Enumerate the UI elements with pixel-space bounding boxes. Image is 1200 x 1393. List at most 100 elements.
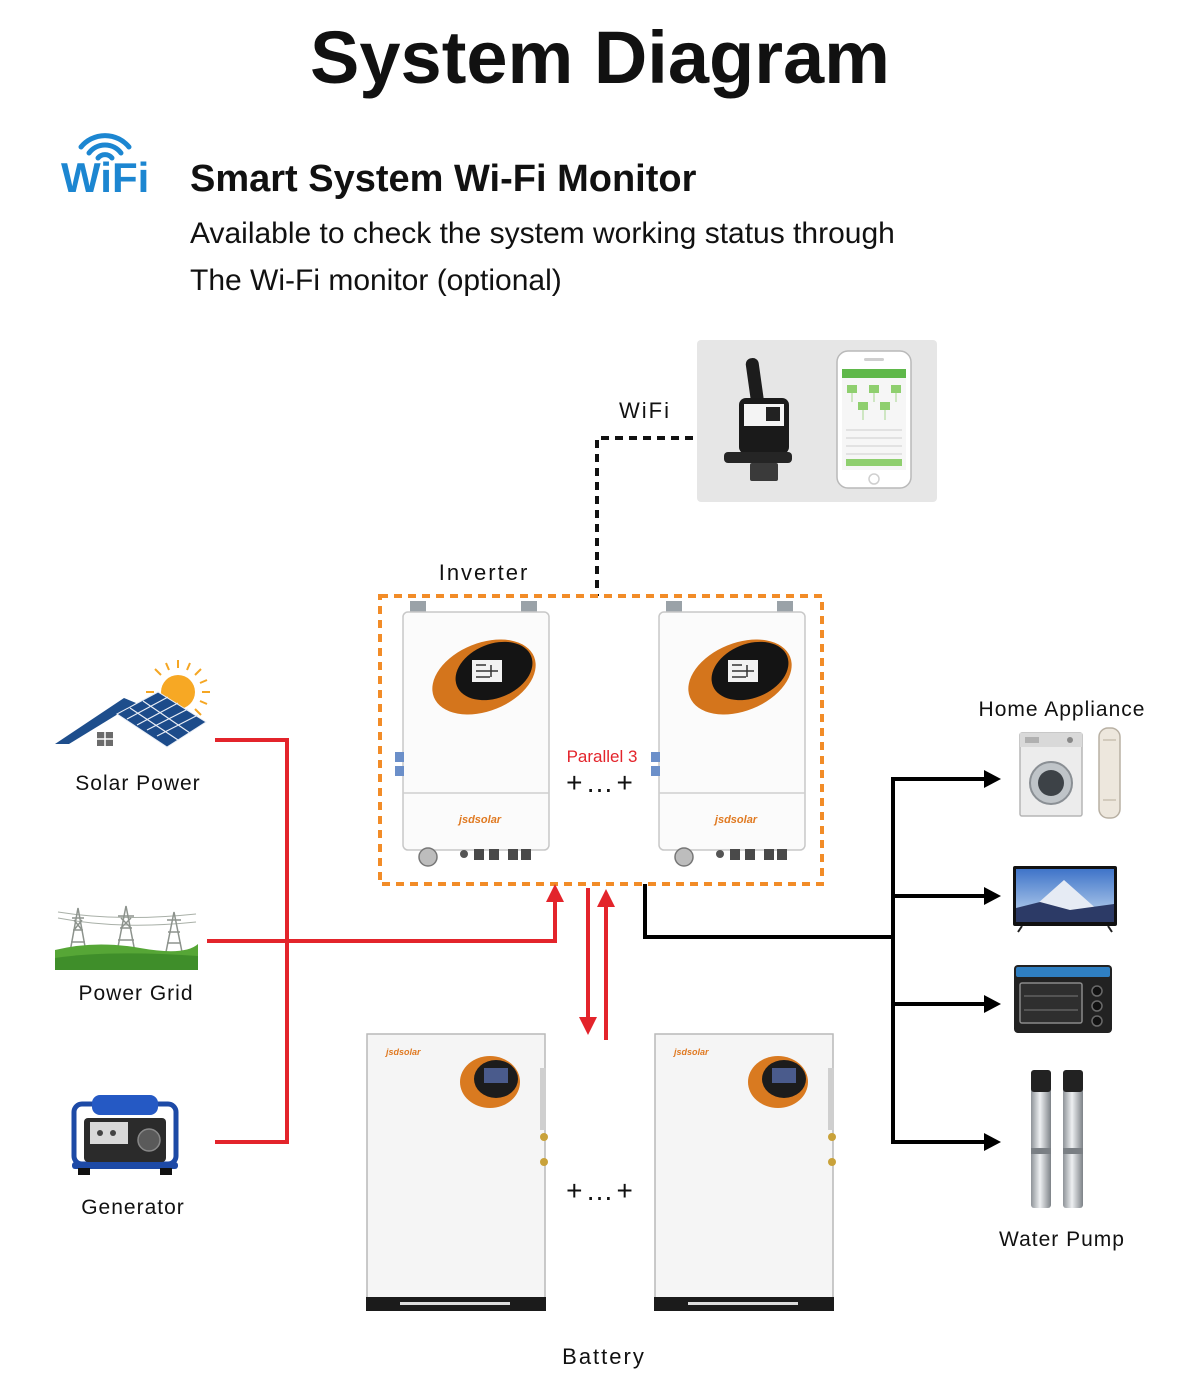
- dongle-qr-code: [766, 407, 780, 421]
- battery-unit-1: jsdsolar: [366, 1033, 548, 1311]
- smartphone-icon: [836, 350, 912, 489]
- house-window-frame: [97, 732, 113, 746]
- dongle-connector: [750, 463, 778, 481]
- inverter-terminal: [716, 850, 724, 858]
- washer-drum-window: [1038, 770, 1064, 796]
- dongle-antenna: [745, 358, 764, 406]
- washer-control-strip: [1020, 733, 1082, 747]
- inverter-label: Inverter: [439, 560, 530, 585]
- phone-speaker: [864, 358, 884, 361]
- dongle-flange: [724, 452, 792, 463]
- generator-base: [72, 1162, 178, 1169]
- air-conditioner-icon: [1098, 727, 1121, 819]
- battery-side-port: [540, 1158, 548, 1166]
- transmission-tower: [116, 905, 136, 953]
- inverter-terminal: [730, 849, 740, 860]
- inverter-output-line: [643, 884, 895, 939]
- solar-panel-array: [116, 691, 207, 748]
- battery-side-handle: [540, 1068, 546, 1130]
- inverter-mount-tab: [666, 601, 682, 614]
- battery-base-stripe: [688, 1302, 798, 1305]
- tv-stand: [1017, 925, 1113, 933]
- inverter-terminal: [460, 850, 468, 858]
- pump-band: [1031, 1148, 1051, 1154]
- wifi-monitor-description-line-2: The Wi-Fi monitor (optional): [190, 264, 562, 297]
- wifi-signal-icon: [78, 133, 132, 161]
- source-label-power-grid: Power Grid: [78, 982, 193, 1005]
- oven-knob: [1091, 1000, 1103, 1012]
- inverter-terminal: [521, 849, 531, 860]
- washer-detergent-drawer: [1025, 737, 1039, 743]
- battery-base-stripe: [400, 1302, 510, 1305]
- solar-panel-grid: [126, 696, 199, 741]
- phone-app-links: [851, 393, 897, 420]
- generator-icon: [71, 1095, 179, 1175]
- source-label-solar-power: Solar Power: [75, 772, 200, 795]
- load-label-home-appliance: Home Appliance: [979, 698, 1146, 721]
- ac-tower-vents: [1103, 739, 1116, 801]
- inverter-brand-logo: jsdsolar: [713, 814, 758, 826]
- generator-muffler: [137, 1128, 161, 1152]
- water-pump-icon: [1031, 1070, 1083, 1208]
- battery-side-handle: [828, 1068, 834, 1130]
- battery-label: Battery: [562, 1344, 646, 1369]
- inverter-side-port: [651, 752, 660, 762]
- load-label-water-pump: Water Pump: [999, 1228, 1125, 1251]
- load-arrowhead: [984, 887, 1001, 905]
- battery-side-port: [540, 1133, 548, 1141]
- inverter-terminal: [508, 849, 518, 860]
- grass-shade: [55, 953, 198, 970]
- transmission-tower: [69, 907, 87, 953]
- pump-cap: [1063, 1070, 1083, 1092]
- phone-app-tabbar: [846, 459, 902, 466]
- ac-input-lines: [207, 738, 608, 1144]
- oven-racks: [1024, 995, 1078, 1011]
- pump-cylinder: [1063, 1072, 1083, 1208]
- grid-feed-arrowhead: [546, 884, 564, 902]
- generator-outlet: [110, 1130, 116, 1136]
- inverter-terminal: [745, 849, 755, 860]
- pump-cap: [1031, 1070, 1051, 1092]
- oven-window: [1019, 982, 1083, 1024]
- battery-side-port: [828, 1158, 836, 1166]
- solar-house-icon: [55, 660, 210, 748]
- house-roof: [55, 698, 136, 744]
- battery-brand-logo: jsdsolar: [673, 1047, 709, 1057]
- wifi-dongle-icon: [724, 358, 792, 481]
- phone-app-rows: [846, 429, 902, 455]
- washing-machine-icon: [1019, 732, 1083, 817]
- inverter-mount-tab: [777, 601, 793, 614]
- wifi-monitor-description-line-1: Available to check the system working st…: [190, 217, 895, 250]
- wifi-arc-small: [95, 152, 115, 161]
- wifi-logo-text: WiFi: [61, 154, 149, 201]
- pump-cylinder: [1031, 1072, 1051, 1208]
- generator-outlet: [97, 1130, 103, 1136]
- charge-arrowhead: [579, 1017, 597, 1035]
- inverter-group-outline: [378, 594, 824, 886]
- inverter-series-label: +…+: [566, 767, 636, 798]
- inverter-mount-tab: [521, 601, 537, 614]
- oven-top-panel: [1016, 967, 1110, 977]
- battery-lcd: [484, 1068, 508, 1083]
- page-title: System Diagram: [310, 16, 890, 99]
- inverter-mount-tab: [410, 601, 426, 614]
- load-arrowhead: [984, 995, 1001, 1013]
- tv-icon: [1013, 866, 1117, 933]
- generator-fuel-tank: [92, 1095, 158, 1115]
- inverter-side-port: [395, 752, 404, 762]
- inverter-terminal: [474, 849, 484, 860]
- wifi-logo: WiFi: [61, 133, 149, 201]
- wifi-monitor-heading: Smart System Wi-Fi Monitor: [190, 158, 697, 200]
- phone-app-node: [858, 402, 868, 410]
- inverter-terminal: [489, 849, 499, 860]
- phone-app-node: [880, 402, 890, 410]
- load-arrowhead: [984, 770, 1001, 788]
- discharge-arrowhead: [597, 889, 615, 907]
- wifi-module-panel: [697, 340, 937, 502]
- ac-tower-body: [1098, 727, 1121, 819]
- inverter-terminal: [764, 849, 774, 860]
- generator-foot: [160, 1168, 172, 1175]
- inverter-side-port: [651, 766, 660, 776]
- generator-control-panel: [90, 1122, 128, 1144]
